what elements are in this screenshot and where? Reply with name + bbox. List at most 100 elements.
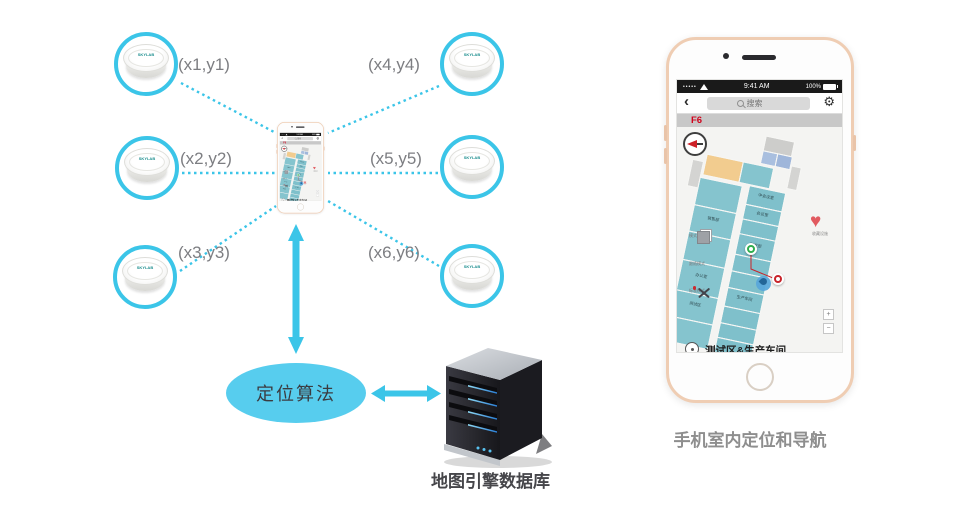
standard-mode-item[interactable]: 标准模式 (685, 286, 709, 294)
power-button (323, 146, 325, 151)
mode-label: 标准模式 (689, 288, 705, 293)
follow-mode-item[interactable]: 跟随模式 (685, 259, 709, 267)
smartphone: ••••• 9:41 AM 100% ‹ ⚙ F6 (664, 37, 856, 403)
database-label: 地图引擎数据库 (431, 472, 550, 491)
battery-icon (316, 133, 320, 136)
phone-algorithm-arrow (288, 224, 304, 354)
navigation-app-screen: ••••• 9:41 AM 100% ‹ ⚙ F6 (279, 132, 322, 201)
room-label: 中会议室 (757, 192, 775, 201)
room-blue (759, 150, 779, 168)
wifi-icon (285, 133, 288, 136)
room-label: 办公室 (284, 180, 288, 183)
database-server (444, 348, 552, 468)
speaker-slot (296, 126, 305, 128)
zoom-out-button[interactable]: − (316, 193, 319, 197)
beacon-device: SKYLAB (449, 147, 495, 187)
beacon-top (449, 147, 495, 175)
beacon-range-ring (440, 244, 504, 308)
start-pin[interactable] (296, 173, 300, 177)
beacon-5: SKYLAB (440, 135, 504, 199)
volume-up-button (276, 144, 278, 148)
destination-pin[interactable] (303, 181, 307, 184)
mode-switch-item[interactable]: 模式切换 (282, 171, 288, 173)
zoom-in-button[interactable]: + (316, 190, 319, 193)
favorite-heart-icon[interactable]: ♥ (313, 165, 316, 171)
search-input[interactable] (297, 137, 306, 140)
beacon-top (124, 148, 170, 176)
floor-bar: F6 (677, 114, 842, 127)
coord-label-1: (x1,y1) (178, 55, 230, 74)
search-input[interactable] (746, 99, 781, 108)
status-time: 9:41 AM (296, 133, 303, 136)
beacon-top (449, 44, 495, 72)
search-bar[interactable] (287, 137, 313, 141)
standard-mode-item[interactable]: 标准模式 (282, 184, 288, 186)
beacon-3: SKYLAB (113, 245, 177, 309)
signal-strength-icon: ••••• (281, 133, 285, 136)
coord-label-3: (x3,y3) (178, 243, 230, 262)
zoom-in-button[interactable]: + (823, 309, 834, 320)
battery-icon (823, 83, 838, 90)
wifi-icon (699, 83, 708, 90)
status-bar: ••••• 9:41 AM 100% (279, 132, 321, 136)
search-bar[interactable] (707, 97, 810, 110)
home-button[interactable] (297, 203, 304, 211)
smartphone: ••••• 9:41 AM 100% ‹ ⚙ F6 (276, 122, 325, 214)
gear-icon[interactable]: ⚙ (316, 136, 320, 140)
back-chevron-icon[interactable]: ‹ (684, 93, 689, 110)
volume-down-button (664, 148, 667, 164)
beacon-brand: SKYLAB (138, 156, 156, 161)
signal-strength-icon: ••••• (683, 83, 697, 90)
room-label: 销售部 (706, 215, 720, 223)
beacon-range-ring (115, 136, 179, 200)
compass-icon[interactable] (281, 145, 288, 152)
battery-percent: 100% (805, 83, 821, 90)
back-chevron-icon[interactable]: ‹ (281, 136, 283, 141)
room-label: 生产车间 (736, 294, 753, 303)
mode-label: 跟随模式 (282, 178, 287, 180)
navigation-app-screen: ••••• 9:41 AM 100% ‹ ⚙ F6 (676, 79, 843, 353)
beacon-brand: SKYLAB (463, 52, 481, 57)
room-label: 中会议室 (299, 160, 305, 163)
destination-compass-icon (685, 342, 699, 352)
favorite-label: 收藏设施 (313, 170, 318, 172)
power-button (853, 135, 856, 151)
mini-smartphone-slot: ••••• 9:41 AM 100% ‹ ⚙ F6 (276, 122, 325, 214)
indoor-map[interactable]: 销售部 办公室 测试区 中会议室 会议室 研发部 (279, 145, 321, 201)
destination-name: 测试区&生产车间 (705, 345, 787, 353)
home-button[interactable] (746, 363, 774, 391)
coord-label-4: (x4,y4) (368, 55, 420, 74)
floor-plan: 销售部 办公室 测试区 中会议室 会议室 研发部 (677, 135, 806, 352)
beacon-range-ring (440, 135, 504, 199)
compass-icon[interactable] (683, 132, 707, 156)
floor-label: F6 (691, 115, 703, 126)
beacon-range-ring (113, 245, 177, 309)
current-position-marker (756, 276, 771, 291)
beacon-device: SKYLAB (123, 44, 169, 84)
camera-icon (291, 126, 293, 128)
zoom-out-button[interactable]: − (823, 323, 834, 334)
favorite-heart-icon[interactable]: ♥ (810, 211, 822, 232)
status-time: 9:41 AM (743, 83, 770, 90)
algorithm-database-arrow (371, 385, 441, 402)
camera-icon (723, 53, 729, 59)
search-icon (294, 137, 297, 140)
pin-dot (283, 184, 285, 186)
gear-icon[interactable]: ⚙ (823, 94, 835, 109)
room-label: 测试区 (282, 187, 286, 190)
app-nav-bar: ‹ ⚙ (279, 136, 321, 142)
room-blue (304, 151, 309, 156)
mode-label: 跟随模式 (689, 261, 705, 266)
destination-pin[interactable] (772, 273, 784, 285)
start-pin[interactable] (745, 243, 757, 255)
pin-dot (692, 286, 696, 290)
indoor-map[interactable]: 销售部 办公室 测试区 中会议室 会议室 研发部 (677, 127, 842, 353)
destination-name: 测试区&生产车间 (286, 199, 308, 201)
coord-label-5: (x5,y5) (370, 149, 422, 168)
floor-label: F6 (283, 141, 287, 145)
mode-switch-item[interactable]: 模式切换 (685, 231, 709, 239)
coord-label-6: (x6,y6) (368, 243, 420, 262)
follow-mode-item[interactable]: 跟随模式 (282, 178, 288, 180)
room-label: 销售部 (287, 166, 291, 169)
